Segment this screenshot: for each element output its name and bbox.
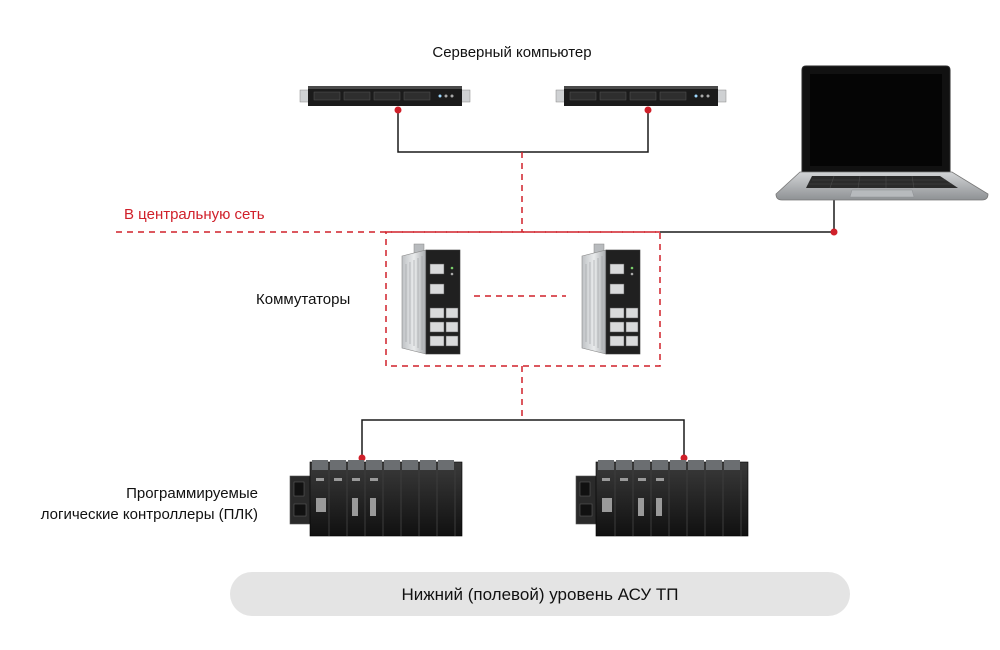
plc-label-line2: логические контроллеры (ПЛК) — [41, 506, 258, 523]
plc-rack-icon — [575, 460, 749, 537]
footer-label: Нижний (полевой) уровень АСУ ТП — [401, 585, 678, 604]
plc-rack-icon — [289, 460, 463, 537]
laptop-icon — [775, 65, 989, 201]
industrial-switch-icon — [401, 243, 461, 355]
plc-link-line — [361, 419, 685, 458]
footer-banner — [230, 572, 850, 616]
connection-lines — [116, 110, 835, 458]
laptop-link-line — [660, 196, 835, 233]
plc-label-line1: Программируемые — [126, 485, 258, 502]
plc2-port-dot — [680, 454, 688, 462]
industrial-switch-icon — [581, 243, 641, 355]
server2-port-dot — [644, 106, 652, 114]
server-computer-label: Серверный компьютер — [432, 44, 591, 61]
rack-server-icon — [299, 86, 471, 106]
central-network-label: В центральную сеть — [124, 206, 265, 223]
server-link-line — [397, 110, 649, 153]
plc1-port-dot — [358, 454, 366, 462]
connection-dots — [358, 106, 838, 462]
switches-label: Коммутаторы — [256, 291, 350, 308]
switches-group-box — [385, 231, 661, 367]
rack-server-icon — [555, 86, 727, 106]
server1-port-dot — [394, 106, 402, 114]
laptop-port-dot — [830, 228, 838, 236]
